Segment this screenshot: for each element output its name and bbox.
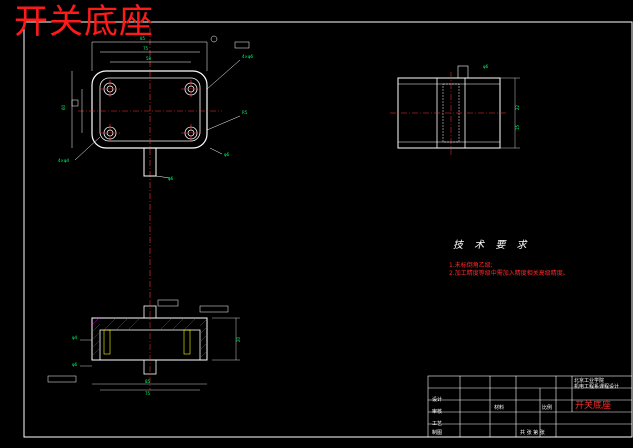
drawing-title: 开关底座: [14, 2, 154, 42]
svg-text:75: 75: [143, 46, 149, 51]
title-block-school: 北京工业学院: [574, 378, 605, 384]
svg-text:φ6: φ6: [168, 176, 174, 181]
svg-text:20: 20: [236, 336, 241, 342]
svg-text:φ4: φ4: [72, 335, 78, 340]
svg-text:4×φ4: 4×φ4: [58, 158, 70, 163]
tech-requirement-2: 2.加工精度等级中需加入精度相关高级精度。: [449, 270, 569, 277]
title-block-sub: 机电工程系课程设计: [574, 384, 620, 390]
top-view: 85 75 58 60 4×φ6 R5 4×φ4 φ6 φ6: [58, 28, 254, 300]
title-block-design: 设计: [432, 397, 443, 403]
sheet-border: [23, 21, 633, 438]
svg-text:4×φ6: 4×φ6: [242, 54, 254, 59]
title-block-grid: [427, 375, 633, 438]
section-view: 20 φ4 φ6 85 75: [47, 299, 241, 396]
title-block-drawn: 制图: [432, 430, 443, 436]
title-block-scale: 比例: [542, 405, 553, 411]
svg-text:85: 85: [140, 36, 146, 41]
svg-text:85: 85: [145, 379, 151, 384]
svg-text:22: 22: [515, 104, 520, 110]
svg-text:58: 58: [146, 56, 152, 61]
tech-requirement-1: 1.未标倒角乙级;: [449, 262, 493, 269]
title-block-check: 审核: [432, 409, 443, 415]
title-block-process: 工艺: [432, 421, 443, 427]
svg-text:R5: R5: [242, 110, 248, 115]
title-block-sheet: 共 张 第 张: [520, 430, 545, 436]
tech-requirements-heading: 技 术 要 求: [453, 240, 531, 251]
title-block-part-name: 开关底座: [575, 401, 612, 411]
svg-text:15: 15: [515, 124, 520, 130]
title-block-material: 材料: [494, 405, 505, 411]
svg-text:75: 75: [145, 391, 151, 396]
svg-text:φ6: φ6: [224, 152, 230, 157]
svg-text:60: 60: [61, 104, 66, 110]
side-view: φ6 22 15: [390, 64, 520, 155]
svg-text:φ6: φ6: [72, 362, 78, 367]
svg-text:φ6: φ6: [483, 64, 489, 69]
